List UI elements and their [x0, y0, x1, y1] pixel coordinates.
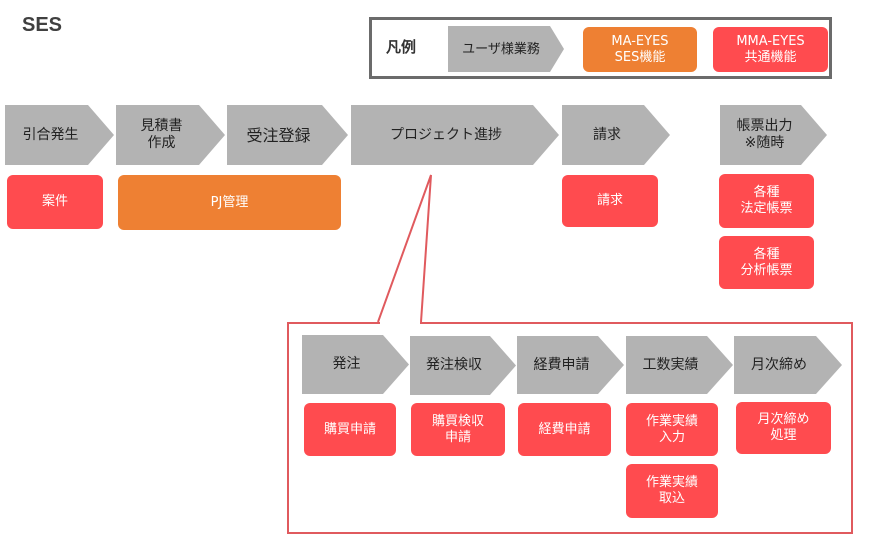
flow-step-order: 受注登録: [227, 105, 348, 165]
box-work-input: 作業実績 入力: [626, 403, 718, 456]
box-pj-management: PJ管理: [118, 175, 341, 230]
detail-step-work-record: 工数実績: [626, 336, 733, 394]
box-expense-request: 経費申請: [518, 403, 611, 456]
page-title: SES: [22, 14, 63, 36]
box-monthly-closing: 月次締め 処理: [736, 402, 831, 454]
box-anken: 案件: [7, 175, 103, 229]
flow-step-billing: 請求: [562, 105, 670, 165]
legend-mma-eyes-box: MMA-EYES 共通機能: [713, 27, 828, 72]
box-work-import: 作業実績 取込: [626, 464, 718, 518]
legend-label: 凡例: [386, 38, 417, 56]
legend-ma-eyes-box: MA-EYES SES機能: [583, 27, 697, 72]
detail-frame: [287, 322, 853, 534]
detail-step-order: 発注: [302, 335, 409, 394]
legend-process-arrow: ユーザ様業務: [448, 26, 564, 72]
flow-step-project-progress: プロジェクト進捗: [351, 105, 559, 165]
box-purchase-request: 購買申請: [304, 403, 396, 456]
flow-step-estimate: 見積書 作成: [116, 105, 225, 165]
detail-step-expense: 経費申請: [517, 336, 624, 394]
detail-step-monthly-closing: 月次締め: [734, 336, 842, 394]
flow-step-inquiry: 引合発生: [5, 105, 114, 165]
flow-step-report-output: 帳票出力 ※随時: [720, 105, 827, 165]
box-analysis-reports: 各種 分析帳票: [719, 236, 814, 289]
box-purchase-inspection: 購買検収 申請: [411, 403, 505, 456]
frame-gap: [380, 321, 420, 325]
box-billing: 請求: [562, 175, 658, 227]
box-legal-reports: 各種 法定帳票: [719, 174, 814, 228]
detail-step-order-inspection: 発注検収: [410, 336, 516, 395]
